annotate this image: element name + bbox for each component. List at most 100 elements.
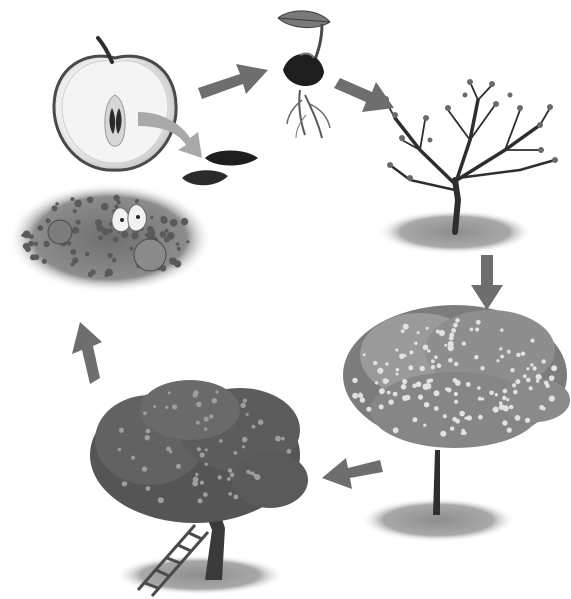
leaf-speck xyxy=(67,241,71,245)
fruit-dot xyxy=(200,452,205,457)
blossom-dot xyxy=(440,431,446,437)
blossom-dot xyxy=(426,379,430,383)
flowering-tree-trunk xyxy=(433,450,440,515)
leaf-speck xyxy=(37,225,43,231)
blossom-dot xyxy=(426,327,429,330)
blossom-dot xyxy=(379,404,384,409)
blossom-dot xyxy=(470,328,474,332)
fruit-dot xyxy=(219,439,223,443)
fruit-dot xyxy=(158,497,164,503)
fruit-dot xyxy=(204,427,207,430)
blossom-dot xyxy=(509,405,513,409)
blossom-dot xyxy=(409,350,413,354)
blossom-dot xyxy=(529,386,533,390)
fruit-dot xyxy=(233,451,237,455)
seed-sprout-icon xyxy=(283,54,330,138)
leaf-speck xyxy=(160,231,167,238)
blossom-dot xyxy=(352,378,357,383)
blossom-dot xyxy=(434,406,439,411)
blossom-dot xyxy=(424,402,429,407)
blossom-dot xyxy=(475,328,479,332)
fruit-dot xyxy=(255,474,261,480)
blossom-dot xyxy=(393,392,398,397)
leaf-speck xyxy=(174,260,181,267)
leaf-speck xyxy=(23,231,31,239)
blossom-dot xyxy=(451,328,456,333)
blossom-dot xyxy=(420,366,425,371)
fruit-dot xyxy=(142,466,147,471)
blossom-dot xyxy=(523,374,527,378)
blossom-dot xyxy=(359,393,362,396)
blossom-dot xyxy=(478,415,483,420)
blossom-dot xyxy=(502,420,507,425)
blossom-dot xyxy=(403,324,409,330)
blossom-dot xyxy=(525,418,530,423)
blossom-dot xyxy=(393,427,399,433)
leaf-speck xyxy=(28,241,34,247)
fruit-dot xyxy=(200,481,204,485)
blossom-dot xyxy=(464,417,467,420)
fruit-dot xyxy=(131,456,135,460)
blossom-dot xyxy=(379,388,385,394)
blossom-dot xyxy=(414,342,417,345)
fruit-dot xyxy=(246,413,249,416)
blossom-dot xyxy=(510,368,514,372)
fruit-dot xyxy=(203,492,208,497)
blossom-dot xyxy=(448,358,453,363)
blossom-dot xyxy=(545,384,549,388)
blossom-dot xyxy=(388,399,393,404)
blossom-dot xyxy=(530,363,533,366)
fruit-dot xyxy=(196,421,200,425)
blossom-dot xyxy=(453,323,458,328)
leaf-speck xyxy=(113,195,119,201)
blossom-dot xyxy=(395,348,398,351)
leaf-speck xyxy=(145,233,149,237)
fruit-dot xyxy=(242,437,248,443)
blossom-dot xyxy=(452,417,457,422)
fruit-dot xyxy=(118,448,121,451)
fruit-dot xyxy=(172,404,177,409)
fruit-dot xyxy=(252,425,256,429)
blossom-dot xyxy=(444,344,447,347)
blossom-dot xyxy=(466,382,471,387)
blossom-dot xyxy=(526,367,529,370)
blossom-dot xyxy=(542,359,546,363)
leaf-speck xyxy=(177,247,181,251)
leaf-speck xyxy=(130,247,134,251)
leaf-speck xyxy=(164,237,170,243)
blossom-dot xyxy=(516,353,520,357)
leaf-speck xyxy=(71,262,75,266)
fruit-dot xyxy=(228,468,232,472)
blossom-dot xyxy=(536,379,539,382)
leaf-speck xyxy=(105,269,113,277)
fruit-dot xyxy=(146,486,151,491)
blossom-dot xyxy=(418,395,423,400)
blossom-dot xyxy=(480,366,484,370)
blossom-dot xyxy=(453,378,458,383)
blossom-dot xyxy=(476,320,481,325)
leaf-speck xyxy=(161,217,168,224)
blossom-dot xyxy=(489,391,494,396)
fruit-dot xyxy=(169,450,172,453)
arrow-apple-to-seedling xyxy=(198,64,268,99)
blossom-dot xyxy=(352,393,358,399)
leaf-speck xyxy=(117,200,121,204)
arrow-flowering-to-fruiting-tree xyxy=(322,458,383,489)
fruit-dot xyxy=(233,495,238,500)
blossom-dot xyxy=(396,373,399,376)
blossom-dot xyxy=(434,355,438,359)
blossom-dot xyxy=(533,366,537,370)
fruit-dot xyxy=(197,447,201,451)
blossom-dot xyxy=(431,359,435,363)
leaf-speck xyxy=(52,205,58,211)
fruit-dot xyxy=(176,464,181,469)
blossom-dot xyxy=(507,350,511,354)
leaf-speck xyxy=(135,199,139,203)
fruit-dot xyxy=(192,481,198,487)
leaf-speck xyxy=(102,228,109,235)
blossom-dot xyxy=(383,378,388,383)
germinating-seedling xyxy=(278,11,330,138)
leaf-speck xyxy=(181,218,188,225)
leaf-speck xyxy=(25,246,31,252)
